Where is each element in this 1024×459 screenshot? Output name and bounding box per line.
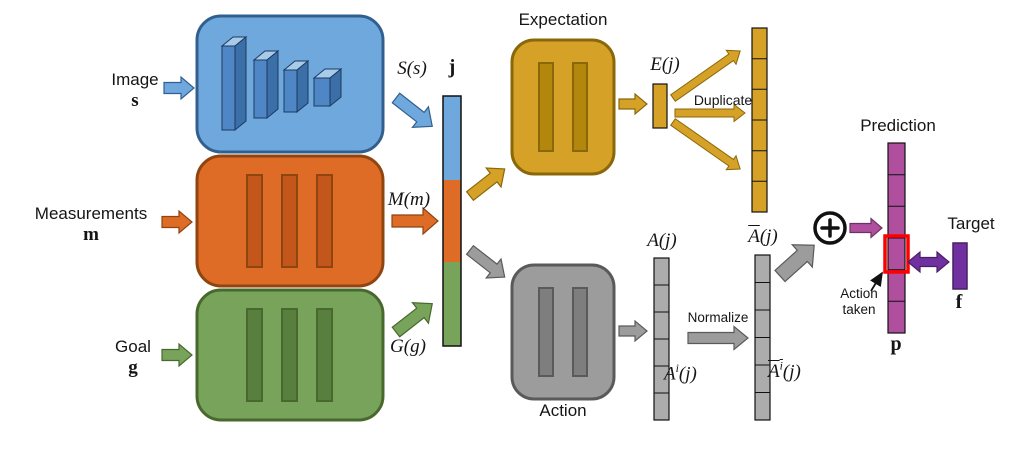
image-input-label: Image s <box>102 70 168 111</box>
action-fc-layers-icon <box>538 287 588 377</box>
normalized-element-sup: i <box>779 360 783 373</box>
plus-circle-icon <box>813 211 847 245</box>
expectation-module-box <box>510 38 616 176</box>
action-output-label: A(j) <box>647 230 677 251</box>
image-label-text: Image <box>111 70 159 89</box>
duplicate-arrow-up <box>670 49 741 102</box>
target-bar <box>952 242 968 290</box>
action-values-bar <box>653 257 670 421</box>
joint-vector-bar <box>442 95 462 347</box>
action-taken-pointer-arrow <box>870 271 883 292</box>
expectation-output-label: E(j) <box>650 54 680 75</box>
measurements-projection-arrow <box>391 206 439 236</box>
measurements-input-arrow <box>161 209 193 235</box>
goal-label-text: Goal <box>115 337 151 356</box>
normalized-action-bar <box>754 254 771 421</box>
prediction-bar <box>887 142 906 334</box>
prediction-title: Prediction <box>860 116 936 135</box>
goal-symbol: g <box>128 356 138 378</box>
image-input-arrow <box>163 75 195 101</box>
goal-input-label: Goal g <box>100 337 166 378</box>
action-output-arrow <box>618 319 648 343</box>
duplicated-expectation-bar <box>751 27 768 213</box>
action-taken-label: Action taken <box>840 286 878 317</box>
prediction-target-arrow <box>907 250 950 274</box>
expectation-fc-layers-icon <box>538 62 588 152</box>
joint-to-action-arrow <box>465 244 506 279</box>
normalized-action-rest: (j) <box>759 226 778 247</box>
normalized-action-element-label: Ai(j) <box>768 360 801 383</box>
normalize-arrow <box>687 325 749 351</box>
measurements-input-label: Measurements m <box>20 204 162 245</box>
measurements-symbol: m <box>83 223 99 245</box>
action-to-combine-arrow <box>774 244 815 283</box>
combine-to-prediction-arrow <box>849 217 883 239</box>
joint-vector-label: j <box>448 56 456 78</box>
action-element-label: Ai(j) <box>664 362 697 385</box>
expectation-output-arrow <box>618 92 648 116</box>
measurements-projection-label: M(m) <box>387 189 431 210</box>
action-module-box <box>510 263 616 401</box>
conv-stack-icon <box>220 35 343 132</box>
duplicate-arrow-down <box>670 118 741 171</box>
action-element-rest: (j) <box>678 363 697 385</box>
action-element-sup: i <box>675 362 679 375</box>
target-title: Target <box>947 214 995 233</box>
duplicate-label: Duplicate <box>693 92 753 108</box>
normalized-element-base: A <box>768 361 780 383</box>
duplicate-arrow-mid <box>674 103 746 123</box>
action-taken-highlight <box>883 234 910 274</box>
image-symbol: s <box>131 89 139 111</box>
normalized-element-rest: (j) <box>782 361 801 383</box>
goal-input-arrow <box>161 342 193 368</box>
action-title: Action <box>539 401 587 420</box>
goal-fc-layers-icon <box>246 308 333 402</box>
normalized-action-base: A <box>748 226 760 247</box>
image-projection-label: S(s) <box>397 58 427 79</box>
measurements-label-text: Measurements <box>34 204 148 223</box>
expectation-title: Expectation <box>518 10 608 29</box>
normalize-label: Normalize <box>687 310 749 325</box>
action-element-base: A <box>664 363 676 385</box>
image-projection-arrow <box>391 92 433 128</box>
goal-projection-arrow <box>391 302 433 338</box>
target-symbol: f <box>955 291 963 313</box>
measurements-fc-layers-icon <box>246 174 333 268</box>
normalized-action-label: A(j) <box>740 226 786 248</box>
goal-projection-label: G(g) <box>390 336 426 357</box>
prediction-symbol: p <box>890 333 902 355</box>
expectation-output-bar <box>652 83 668 129</box>
joint-to-expectation-arrow <box>465 167 506 202</box>
